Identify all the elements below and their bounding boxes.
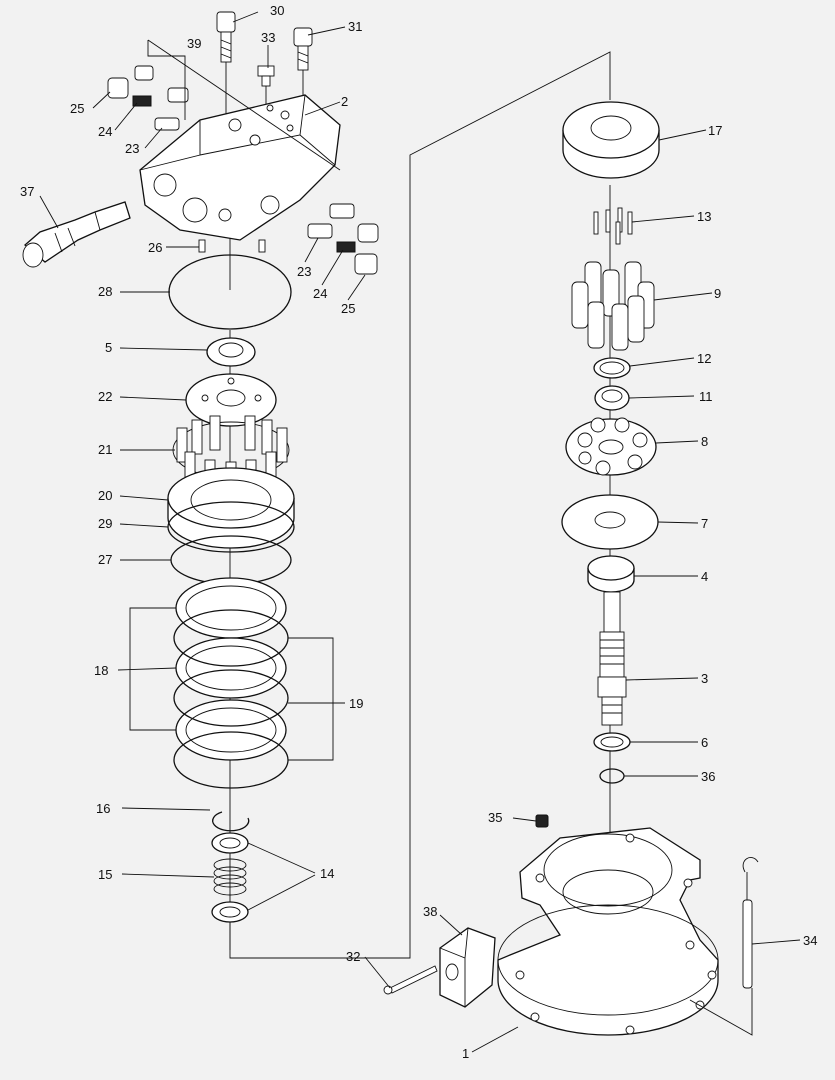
callout-9: 9 xyxy=(714,286,721,301)
callout-8: 8 xyxy=(701,434,708,449)
callout-15: 15 xyxy=(98,867,112,882)
bearing-4 xyxy=(587,555,635,593)
brake-piston-20 xyxy=(167,467,295,549)
callout-4: 4 xyxy=(701,569,708,584)
friction-plates-18 xyxy=(175,577,287,761)
plug-33 xyxy=(257,65,275,87)
callout-38: 38 xyxy=(423,904,437,919)
callout-13: 13 xyxy=(697,209,711,224)
callout-6: 6 xyxy=(701,735,708,750)
callout-2: 2 xyxy=(341,94,348,109)
bolt-32 xyxy=(383,965,438,995)
callout-31: 31 xyxy=(348,19,362,34)
dipstick-34 xyxy=(742,857,759,989)
callout-37: 37 xyxy=(20,184,34,199)
callout-35: 35 xyxy=(488,810,502,825)
washers-14 xyxy=(211,832,249,923)
bolt-31 xyxy=(293,27,313,71)
callout-21: 21 xyxy=(98,442,112,457)
bearing-5 xyxy=(206,337,256,367)
callout-39: 39 xyxy=(187,36,201,51)
oil-seal-6 xyxy=(593,732,631,752)
housing-1 xyxy=(497,827,719,1036)
callout-34: 34 xyxy=(803,933,817,948)
callout-1: 1 xyxy=(462,1046,469,1061)
callout-5: 5 xyxy=(105,340,112,355)
callout-11: 11 xyxy=(699,389,713,404)
spring-15 xyxy=(213,858,247,896)
valve-block xyxy=(139,94,341,241)
callout-22: 22 xyxy=(98,389,112,404)
pins-13 xyxy=(593,207,633,245)
ring-12 xyxy=(593,357,631,379)
swash-plate-7 xyxy=(561,494,659,550)
callout-3: 3 xyxy=(701,671,708,686)
callout-16: 16 xyxy=(96,801,110,816)
callout-36: 36 xyxy=(701,769,715,784)
callout-29: 29 xyxy=(98,516,112,531)
check-valve-upper xyxy=(107,65,189,131)
shaft-3 xyxy=(597,591,627,726)
relief-valve-37 xyxy=(22,201,131,268)
callout-25-lower: 25 xyxy=(341,301,355,316)
pins-26 xyxy=(198,239,266,253)
block-38 xyxy=(439,927,496,1008)
leader-lines xyxy=(39,11,801,1053)
callout-26: 26 xyxy=(148,240,162,255)
callout-14: 14 xyxy=(320,866,334,881)
snap-ring-36 xyxy=(599,768,625,784)
pistons-9 xyxy=(571,261,655,351)
callout-30: 30 xyxy=(270,3,284,18)
callout-20: 20 xyxy=(98,488,112,503)
check-valve-lower xyxy=(307,203,379,275)
callout-18: 18 xyxy=(94,663,108,678)
plate-22 xyxy=(185,373,277,427)
callout-7: 7 xyxy=(701,516,708,531)
spherical-bush-11 xyxy=(594,385,630,411)
callout-28: 28 xyxy=(98,284,112,299)
valve-plate-17 xyxy=(562,101,660,179)
callout-33: 33 xyxy=(261,30,275,45)
callout-numbers: 30 31 33 39 2 25 24 23 37 26 23 24 25 28… xyxy=(20,3,817,1061)
callout-27: 27 xyxy=(98,552,112,567)
callout-12: 12 xyxy=(697,351,711,366)
callout-23-upper: 23 xyxy=(125,141,139,156)
separator-plates-19 xyxy=(173,609,289,789)
callout-17: 17 xyxy=(708,123,722,138)
retainer-plate-8 xyxy=(565,417,657,476)
plug-35 xyxy=(535,814,549,828)
callout-23-lower: 23 xyxy=(297,264,311,279)
callout-25-upper: 25 xyxy=(70,101,84,116)
callout-19: 19 xyxy=(349,696,363,711)
snap-ring-16 xyxy=(212,811,250,832)
callout-24-lower: 24 xyxy=(313,286,327,301)
callout-24-upper: 24 xyxy=(98,124,112,139)
bolt-30 xyxy=(216,11,236,63)
callout-32: 32 xyxy=(346,949,360,964)
